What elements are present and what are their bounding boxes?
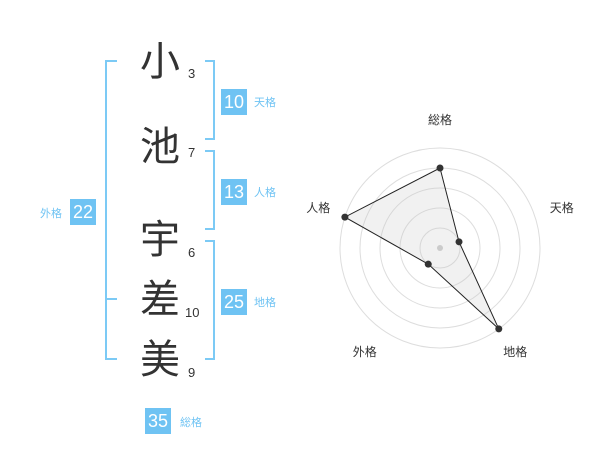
radar-point-5 [341, 213, 349, 221]
jinkaku-value: 13 [221, 179, 248, 205]
radar-axis-label-5: 人格 [306, 201, 331, 216]
jinkaku-label: 人格 [254, 186, 276, 199]
radar-ring [339, 147, 541, 349]
chikaku-value: 25 [221, 289, 248, 315]
soukaku-value: 35 [145, 408, 172, 434]
radar-axis-label-3: 地格 [503, 344, 528, 359]
stroke-count-2: 7 [188, 145, 196, 160]
gaikaku-label: 外格 [40, 207, 62, 220]
gaikaku-bracket-split [105, 298, 117, 300]
gaikaku-bracket [105, 60, 117, 360]
stroke-count-1: 3 [188, 66, 196, 81]
gaikaku-value: 22 [70, 199, 97, 225]
radar-ring [379, 187, 501, 309]
radar-axis-label-2: 天格 [549, 201, 574, 216]
radar-ring [419, 227, 461, 269]
jinkaku-bracket [205, 150, 215, 230]
radar-axis-label-1: 総格 [428, 113, 453, 127]
name-char-4: 差 [140, 277, 180, 323]
name-char-5: 美 [140, 337, 180, 383]
tenkaku-bracket [205, 60, 215, 140]
name-char-3: 宇 [140, 217, 180, 263]
radar-axis-label-4: 外格 [352, 344, 377, 359]
radar-polygon [343, 167, 500, 330]
radar-point-3 [495, 325, 503, 333]
radar-center [437, 245, 443, 251]
stroke-count-5: 9 [188, 365, 196, 380]
stroke-count-3: 6 [188, 245, 196, 260]
stroke-count-4: 10 [185, 305, 200, 320]
name-char-2: 池 [140, 124, 180, 170]
tenkaku-value: 10 [221, 89, 248, 115]
name-char-1: 小 [140, 39, 180, 85]
radar-point-4 [424, 260, 432, 268]
radar-point-1 [436, 164, 444, 172]
radar-point-2 [455, 238, 463, 246]
chikaku-bracket [205, 240, 215, 360]
soukaku-label: 総格 [180, 416, 202, 429]
chikaku-label: 地格 [254, 296, 276, 309]
tenkaku-label: 天格 [254, 96, 276, 109]
